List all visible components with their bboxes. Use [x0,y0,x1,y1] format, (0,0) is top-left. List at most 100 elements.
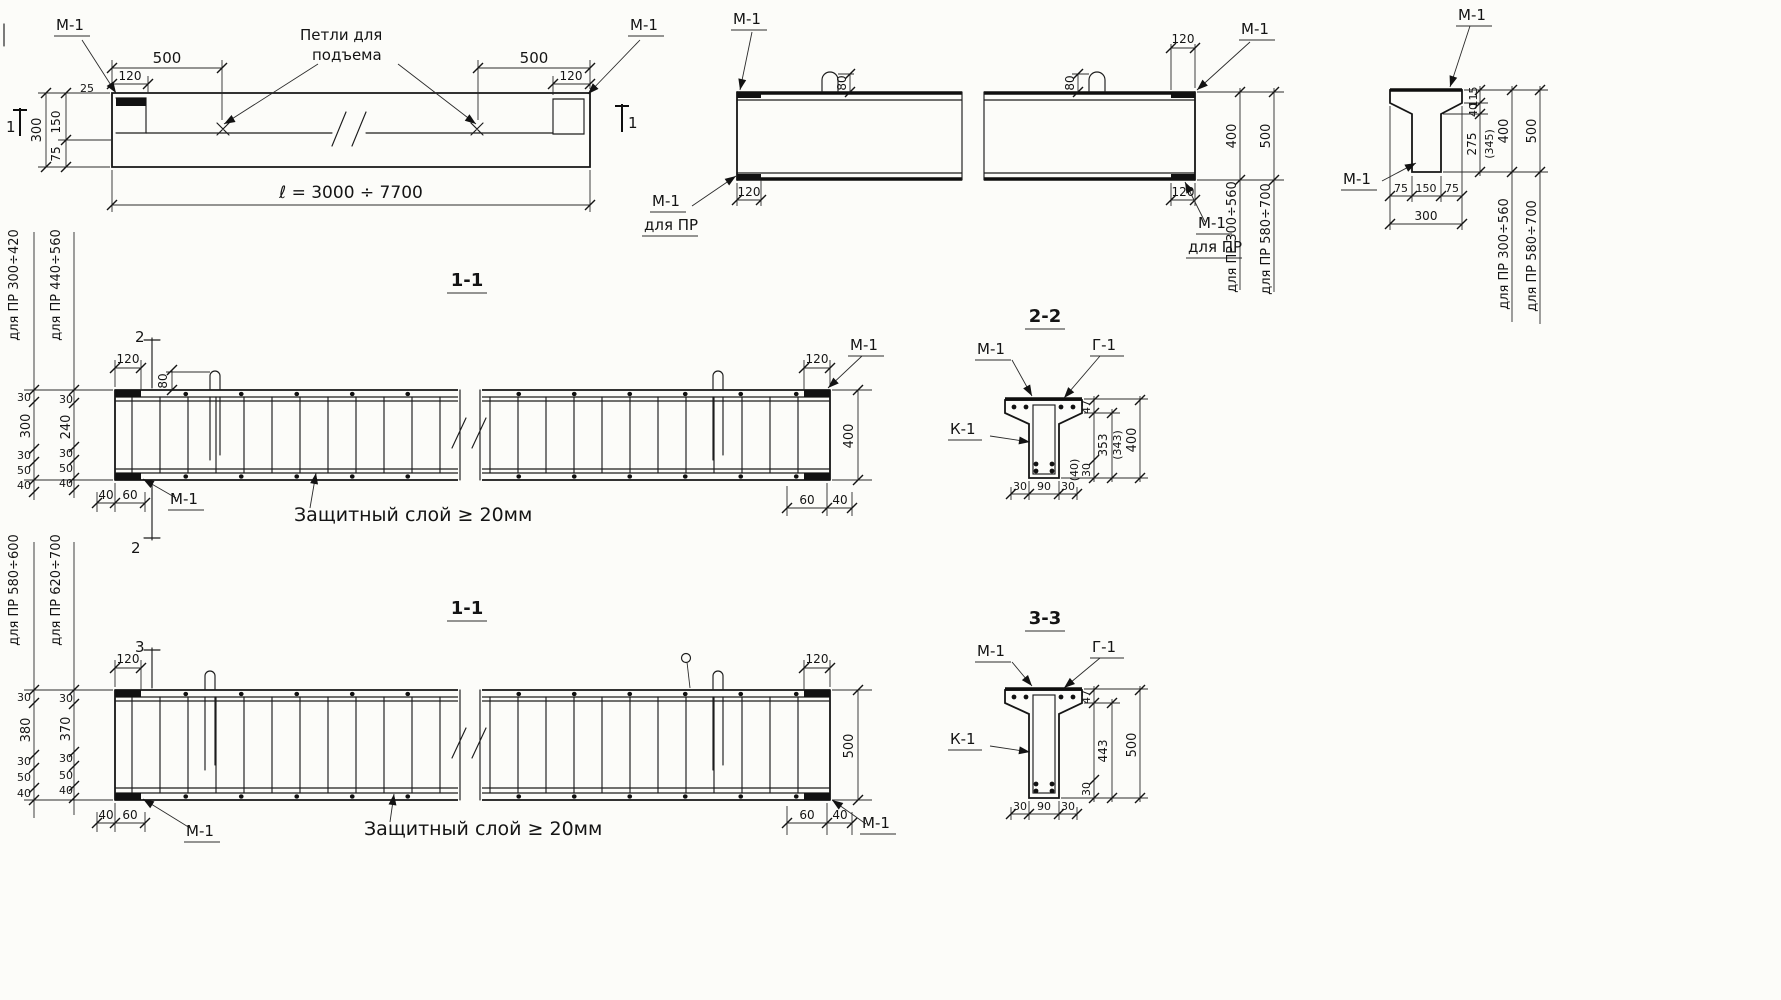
end-section-leaders [1381,25,1471,182]
elev-m1-top-left: М-1 [733,10,761,28]
plan-m1-right-label: М-1 [630,16,658,34]
dim-80-right: 80 [1063,75,1077,90]
long-section-1-1-top: 1-1 для ПР 300÷420 для ПР 440÷560 30 300… [7,229,884,557]
s33-shape [1004,687,1083,799]
ls1-dim-60-left: 60 [122,488,137,502]
end-dim-75-left: 75 [1394,182,1408,195]
end-dim-300: 300 [1415,209,1438,223]
ls1-chain-inner-1: 240 [59,415,74,440]
section-3-3-view: 3-3 М-1 Г-1 К-1 47 443 500 30 30 90 30 [948,608,1148,820]
ls1-chain-inner-3: 50 [59,462,73,475]
s33-dim-500: 500 [1125,733,1140,758]
elev-m1-top-right: М-1 [1241,20,1269,38]
s33-title: 3-3 [1029,608,1062,629]
ls2-dim-lines [24,542,896,843]
ls2-dim-40-right: 40 [832,808,847,822]
s33-dim-90: 90 [1037,800,1051,813]
ls1-dim-80: 80 [156,373,170,388]
ls1-dim-400: 400 [842,424,857,449]
dim-120-left: 120 [119,69,142,83]
s33-m1-label: М-1 [977,642,1005,660]
ls2-chain-outer-1: 380 [19,718,34,743]
s22-dim-30-cover: 30 [1080,463,1093,477]
ls2-title: 1-1 [451,598,484,619]
dim-75: 75 [49,146,63,161]
s22-title: 2-2 [1029,306,1062,327]
ls1-cover-note: Защитный слой ≥ 20мм [294,504,532,526]
ls2-chain-outer-0: 30 [17,691,31,704]
ls1-chain-inner-4: 40 [59,477,73,490]
ls2-chain-outer-3: 50 [17,771,31,784]
cut-mark-3-top: 3 [135,638,145,656]
cut-mark-2-top: 2 [135,328,145,346]
ls1-range-inner: для ПР 440÷560 [49,229,64,341]
ls2-chain-inner-2: 30 [59,752,73,765]
ls2-chain-inner-3: 50 [59,769,73,782]
ls1-dim-120-tl: 120 [117,352,140,366]
cut-mark-1-right: 1 [628,114,638,132]
s33-dim-30-left: 30 [1013,800,1027,813]
ls2-range-outer: для ПР 580÷600 [7,534,22,646]
ls1-chain-outer-1: 300 [19,414,34,439]
plan-m1-left-label: М-1 [56,16,84,34]
end-range-500: для ПР 580÷700 [1525,200,1540,312]
end-section-view: М-1 М-1 115 40 275 (345) 400 500 75 150 … [1341,6,1548,324]
dim-500-right: 500 [520,49,549,67]
s22-dim-40-cover: (40) [1068,459,1081,482]
dim-120-right: 120 [560,69,583,83]
ls2-leaders [140,793,867,829]
ls2-dim-40-left: 40 [98,808,113,822]
dim-120-bottom-right: 120 [1172,185,1195,199]
dim-150: 150 [49,111,63,134]
ls1-range-outer: для ПР 300÷420 [7,229,22,341]
ls2-chain-inner-1: 370 [59,717,74,742]
ls1-beam [114,337,831,541]
beam-length-label: ℓ = 3000 ÷ 7700 [278,183,423,203]
ls1-chain-outer-0: 30 [17,391,31,404]
ls1-chain-outer-2: 30 [17,449,31,462]
end-dim-115: 115 [1467,87,1480,108]
elev-m1-bottom-left-sub: для ПР [644,216,698,234]
lifting-loops-label-line2: подъема [312,46,382,64]
ls1-chain-outer-4: 40 [17,479,31,492]
s22-dim-47: 47 [1080,400,1093,414]
dim-300: 300 [30,118,45,143]
s33-dim-lines [948,630,1148,820]
ls2-dim-60-left: 60 [122,808,137,822]
elev-range-500: для ПР 580÷700 [1259,183,1274,295]
plan-view: М-1 М-1 Петли для подъема 500 120 500 12… [6,16,664,212]
elevation-leaders [691,31,1251,223]
end-dim-40: 40 [1467,103,1480,117]
ls1-dim-40-right: 40 [832,493,847,507]
end-m1-top: М-1 [1458,6,1486,24]
plan-leaders [81,39,641,128]
end-section-dim-lines [1341,25,1548,324]
elev-m1-bottom-left: М-1 [652,192,680,210]
elevation-beam [736,71,1196,184]
ls1-m1-bottom-left: М-1 [170,490,198,508]
s33-dim-47: 47 [1080,690,1093,704]
dim-25: 25 [80,82,94,95]
s22-dim-400: 400 [1125,428,1140,453]
s33-leaders [989,657,1101,756]
end-dim-75-right: 75 [1445,182,1459,195]
ls2-dim-500: 500 [842,734,857,759]
ls1-dim-lines [24,232,884,516]
plan-beam-outline [13,92,629,168]
s22-dim-353: 353 [1096,434,1110,457]
cut-mark-2-bottom: 2 [131,539,141,557]
end-dim-400: 400 [1497,119,1512,144]
ls2-chain-inner-0: 30 [59,692,73,705]
s22-shape [1004,397,1083,479]
ls2-chain-outer-4: 40 [17,787,31,800]
ls1-chain-outer-3: 50 [17,464,31,477]
end-dim-275: 275 [1465,133,1479,156]
s22-dim-90: 90 [1037,480,1051,493]
ls1-dim-60-right: 60 [799,493,814,507]
ls2-m1-bottom-left: М-1 [186,822,214,840]
end-m1-left: М-1 [1343,170,1371,188]
s22-dim-30-right: 30 [1061,480,1075,493]
s33-dim-30-right: 30 [1061,800,1075,813]
ls2-m1-bottom-right: М-1 [862,814,890,832]
ls2-cover-note: Защитный слой ≥ 20мм [364,818,602,840]
